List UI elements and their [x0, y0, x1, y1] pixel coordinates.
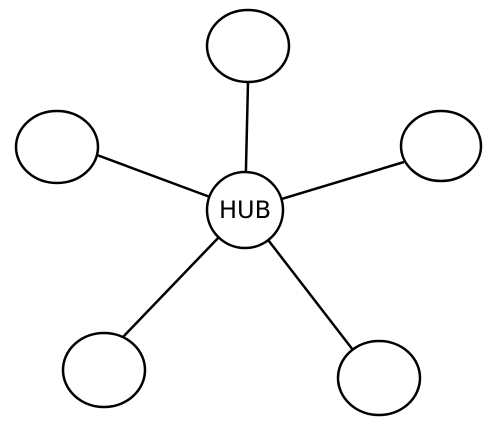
spoke-node-top: [205, 8, 291, 84]
hub-node: HUB: [205, 170, 285, 250]
hub-label: HUB: [219, 196, 271, 224]
spoke-node-upper-right: [399, 109, 483, 183]
hub-circle: [205, 170, 285, 250]
spoke-node-lower-left: [61, 331, 147, 409]
spoke-node-upper-left: [14, 109, 100, 185]
spoke-nodes: [14, 8, 483, 417]
spoke-node-lower-right: [336, 339, 422, 417]
